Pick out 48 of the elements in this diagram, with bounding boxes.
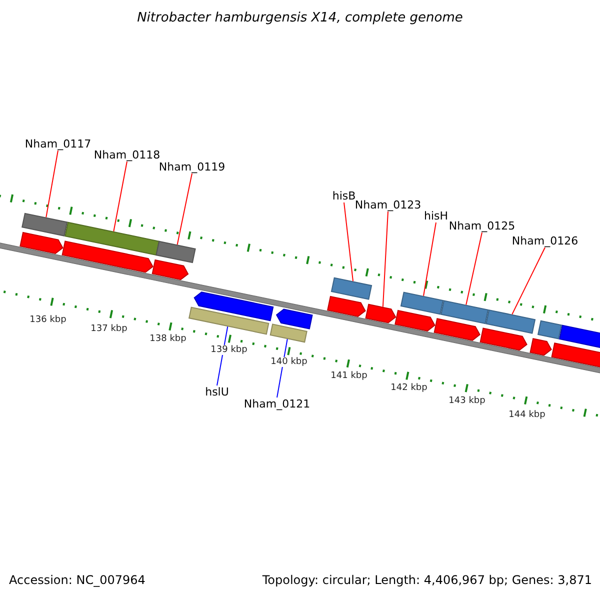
gene-feature [537,320,562,340]
gene-feature [440,300,489,324]
leader-line [113,161,128,232]
gene-feature [62,240,154,273]
leader-line [423,222,436,296]
gene-feature [20,232,64,254]
title: Nitrobacter hamburgensis X14, complete genome [137,10,463,26]
gene-label: Nham_0123 [354,198,422,212]
gene-label: Nham_0118 [94,148,160,162]
gene-label: Nham_0119 [158,160,226,174]
accession-text: Accession: NC_007964 [9,573,146,587]
gene-feature [394,310,436,332]
scale-label: 136 kbp [28,315,68,325]
scale-label: 143 kbp [448,396,486,406]
scale-label: 142 kbp [390,383,428,393]
gene-label: Nham_0125 [448,220,516,232]
gene-feature [530,338,552,356]
gene-label: Nham_0117 [24,138,92,150]
gene-feature [270,324,308,343]
gene-feature [64,222,160,256]
gene-feature [327,296,366,317]
gene-feature [276,308,313,330]
gene-feature [365,304,396,324]
leader-line [46,150,58,218]
gene-feature [188,306,270,335]
gene-feature [156,240,196,264]
gene-label: Nham_0126 [512,234,578,248]
scale-label: 139 kbp [210,345,248,355]
genome-info-text: Topology: circular; Length: 4,406,967 bp; Genes: 3,871 [262,573,592,587]
gene-feature [434,318,480,341]
gene-feature [152,259,189,280]
leader-line [344,202,354,282]
scale-label: 141 kbp [330,371,368,381]
leader-line [466,232,482,306]
scale-label: 144 kbp [508,410,546,420]
scale-label: 137 kbp [90,324,128,334]
gene-label: hisH [424,210,448,222]
scale-label: 138 kbp [148,334,188,344]
leader-line [512,247,546,315]
gene-feature [400,292,444,315]
leader-line [382,211,388,308]
scale-label: 140 kbp [270,357,308,367]
gene-label: Nham_0121 [244,398,310,410]
gene-label: hisB [332,190,356,202]
gene-feature [480,328,528,351]
gene-feature [194,292,274,322]
gene-label: hslU [205,386,229,398]
gene-feature [330,277,372,300]
